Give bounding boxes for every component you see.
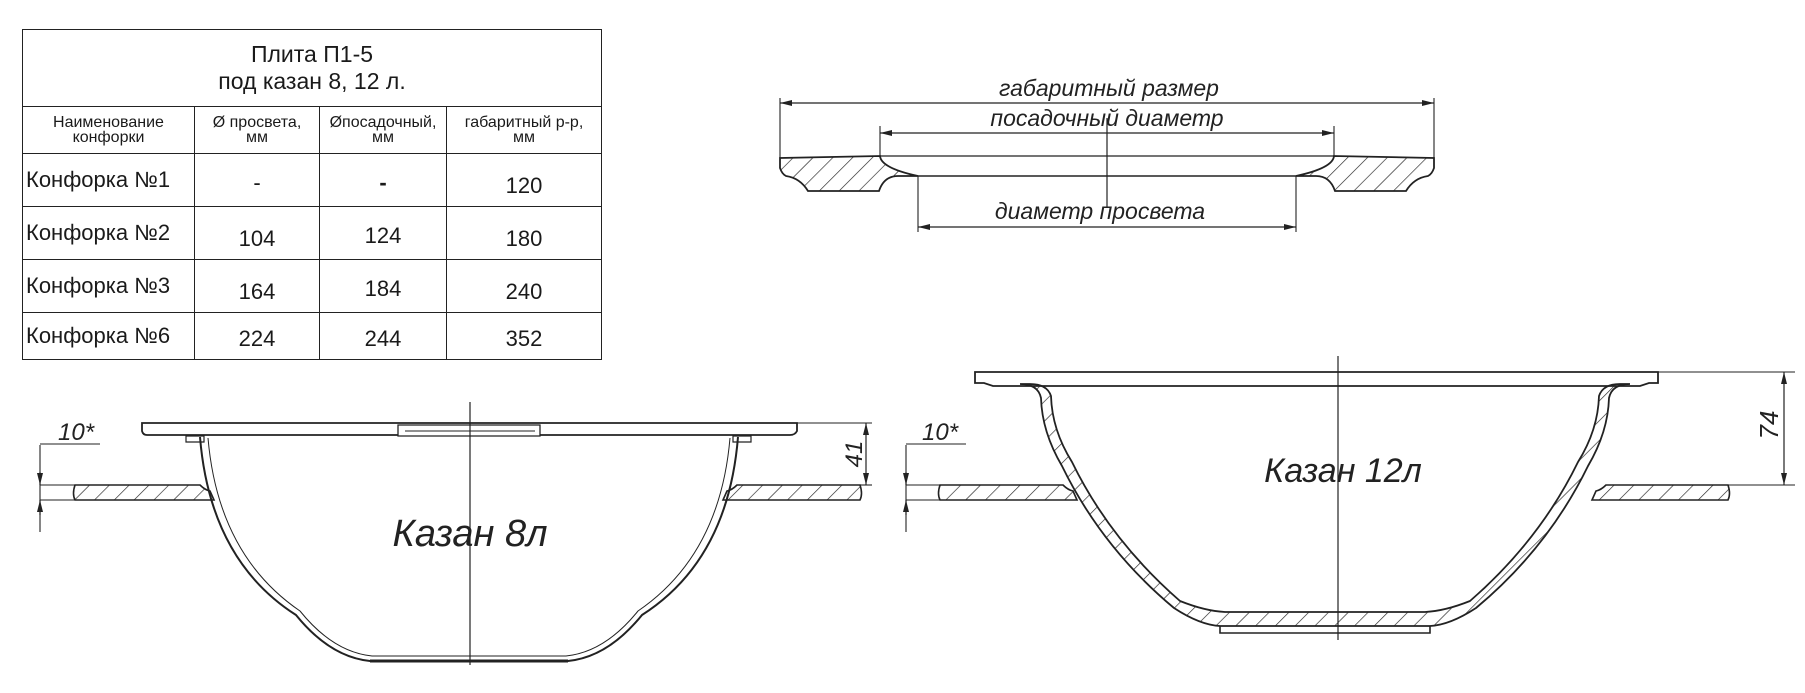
header-clearance: Ø просвета, мм	[194, 106, 320, 154]
clearance-value: 224	[194, 312, 320, 360]
table-title-line1: Плита П1-5	[250, 41, 374, 67]
kazan-12l-view: 10* 74 Казан 12л	[903, 356, 1795, 640]
header-name: Наименование конфорки	[22, 106, 195, 154]
kazan-8l-view: 10* 41 Казан 8л	[37, 402, 872, 665]
seat-value: -	[319, 153, 447, 207]
kazan8-plate-left	[72, 484, 216, 501]
header-overall-line2: мм	[513, 129, 535, 146]
kazan12-gap-label: 10*	[922, 419, 959, 446]
clearance-value: 104	[194, 206, 320, 260]
header-name-line1: Наименование	[53, 114, 164, 131]
burner-spec-table: Плита П1-5 под казан 8, 12 л. Наименован…	[22, 29, 602, 360]
kazan8-height-label: 41	[841, 441, 868, 468]
clearance-diameter-label: диаметр просвета	[995, 198, 1205, 224]
kazan12-label: Казан 12л	[1264, 452, 1422, 490]
kazan12-height-label: 74	[1754, 411, 1784, 440]
header-seat: Øпосадочный, мм	[319, 106, 447, 154]
overall-value: 352	[446, 312, 602, 360]
kazan12-bowl	[1019, 383, 1631, 627]
seat-value: 124	[319, 206, 447, 260]
ring-section-right	[1295, 155, 1435, 192]
header-seat-line2: мм	[372, 129, 394, 146]
overall-size-label: габаритный размер	[999, 75, 1219, 101]
burner-name: Конфорка №2	[22, 206, 195, 260]
kazan12-plate-right	[1590, 484, 1731, 501]
kazan8-label: Казан 8л	[392, 513, 547, 555]
header-seat-line1: Øпосадочный,	[329, 114, 437, 131]
header-clearance-line1: Ø просвета,	[212, 114, 302, 131]
ring-section-view: габаритный размер посадочный диаметр диа…	[779, 75, 1435, 232]
table-title: Плита П1-5 под казан 8, 12 л.	[22, 29, 602, 107]
table-row: Конфорка №3 164 184 240	[22, 259, 602, 313]
clearance-value: -	[194, 153, 320, 207]
burner-name: Конфорка №3	[22, 259, 195, 313]
header-overall: габаритный р-р, мм	[446, 106, 602, 154]
burner-name: Конфорка №6	[22, 312, 195, 360]
table-row: Конфорка №6 224 244 352	[22, 312, 602, 360]
overall-value: 120	[446, 153, 602, 207]
header-overall-line1: габаритный р-р,	[464, 114, 584, 131]
kazan8-gap-label: 10*	[58, 419, 95, 446]
seat-diameter-label: посадочный диаметр	[990, 105, 1223, 131]
kazan8-plate-right	[721, 484, 863, 501]
overall-value: 180	[446, 206, 602, 260]
kazan12-rim	[974, 371, 1659, 387]
table-row: Конфорка №1 - - 120	[22, 153, 602, 207]
clearance-value: 164	[194, 259, 320, 313]
kazan12-plate-left	[937, 484, 1079, 501]
seat-value: 244	[319, 312, 447, 360]
header-clearance-line2: мм	[246, 129, 268, 146]
table-title-line2: под казан 8, 12 л.	[218, 68, 406, 94]
ring-section-left	[779, 155, 919, 192]
overall-value: 240	[446, 259, 602, 313]
seat-value: 184	[319, 259, 447, 313]
header-name-line2: конфорки	[72, 129, 145, 146]
burner-name: Конфорка №1	[22, 153, 195, 207]
table-row: Конфорка №2 104 124 180	[22, 206, 602, 260]
